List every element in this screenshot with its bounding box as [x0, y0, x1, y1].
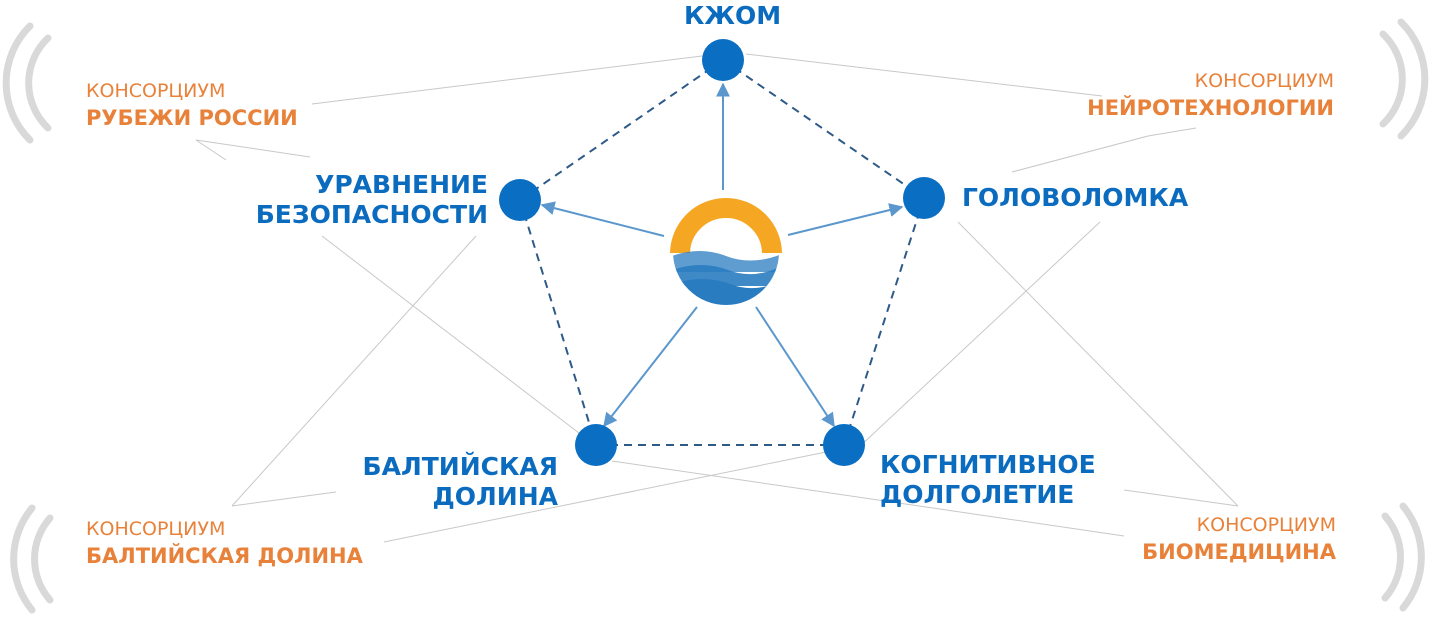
consortium-biomed: КОНСОРЦИУМ БИОМЕДИЦИНА	[1054, 512, 1336, 566]
connector-puzzle-biomed	[957, 221, 1239, 507]
node-circles	[499, 39, 945, 466]
node-label-baltic: БАЛТИЙСКАЯ ДОЛИНА	[330, 452, 558, 512]
arrow-to-cognitive	[755, 306, 835, 428]
connector-neuro-tick	[1147, 127, 1197, 137]
node-label-security: УРАВНЕНИЕ БЕЗОПАСНОСТИ	[244, 170, 488, 230]
node-label-baltic-line1: БАЛТИЙСКАЯ	[362, 452, 558, 481]
connector-security-balticlabel	[231, 235, 477, 507]
sun-over-waves-logo-icon	[670, 198, 782, 306]
node-label-kzhom: КЖОМ	[684, 1, 781, 31]
connector-kzhom-borders	[311, 55, 703, 105]
dashed-edge-cognitive-puzzle	[843, 197, 925, 446]
consortium-neuro: КОНСОРЦИУМ НЕЙРОТЕХНОЛОГИИ	[1034, 68, 1334, 122]
consortium-borders: КОНСОРЦИУМ РУБЕЖИ РОССИИ	[86, 78, 298, 132]
connector-kzhom-neuro	[745, 53, 1103, 97]
consortium-neuro-prefix: КОНСОРЦИУМ	[1194, 70, 1334, 92]
node-label-puzzle: ГОЛОВОЛОМКА	[962, 183, 1188, 213]
signal-wave-bottom-right	[1381, 502, 1425, 612]
node-kzhom	[702, 39, 744, 81]
connector-balticcons-tick	[231, 491, 337, 507]
node-puzzle	[903, 177, 945, 219]
node-label-cognitive-line2: ДОЛГОЛЕТИЕ	[880, 480, 1075, 509]
node-cognitive	[823, 424, 865, 466]
center-arrows	[540, 82, 904, 428]
consortium-baltic: КОНСОРЦИУМ БАЛТИЙСКАЯ ДОЛИНА	[86, 516, 363, 570]
connector-puzzle-neuro	[1011, 135, 1149, 173]
node-label-security-line2: БЕЗОПАСНОСТИ	[255, 200, 488, 229]
signal-wave-top-right	[1379, 18, 1429, 140]
node-security	[499, 179, 541, 221]
connector-cognitive-balticcons	[383, 451, 827, 543]
dashed-edge-kzhom-puzzle	[722, 59, 925, 199]
connector-security-borders	[195, 139, 311, 158]
dashed-edge-security-baltic	[519, 199, 597, 446]
consortium-borders-name: РУБЕЖИ РОССИИ	[86, 106, 298, 130]
dashed-pentagon	[519, 59, 925, 446]
node-label-cognitive: КОГНИТИВНОЕ ДОЛГОЛЕТИЕ	[880, 450, 1096, 510]
arrow-to-security	[540, 201, 665, 237]
node-label-baltic-line2: ДОЛИНА	[432, 482, 558, 511]
connector-puzzle-cognitive	[857, 221, 1101, 449]
arrow-to-puzzle	[787, 203, 904, 236]
connector-borders-tick	[195, 139, 227, 161]
consortium-connector-lines	[195, 53, 1239, 543]
signal-wave-top-left	[2, 22, 52, 144]
node-baltic	[575, 424, 617, 466]
node-label-security-line1: УРАВНЕНИЕ	[315, 170, 488, 199]
connector-security-cognitive	[321, 235, 589, 441]
consortium-baltic-prefix: КОНСОРЦИУМ	[86, 518, 226, 540]
dashed-edge-kzhom-security	[519, 59, 724, 201]
consortium-borders-prefix: КОНСОРЦИУМ	[86, 80, 226, 102]
consortium-neuro-name: НЕЙРОТЕХНОЛОГИИ	[1087, 96, 1334, 120]
arrow-to-baltic	[603, 306, 698, 428]
connector-baltic-biomed	[611, 460, 1125, 537]
signal-waves-decoration	[2, 18, 1429, 614]
consortium-biomed-prefix: КОНСОРЦИУМ	[1196, 514, 1336, 536]
consortium-baltic-name: БАЛТИЙСКАЯ ДОЛИНА	[86, 544, 363, 568]
connector-biomed-tick	[1123, 489, 1239, 507]
node-label-cognitive-line1: КОГНИТИВНОЕ	[880, 450, 1096, 479]
signal-wave-bottom-left	[10, 504, 54, 614]
node-label-puzzle-line1: ГОЛОВОЛОМКА	[962, 183, 1189, 212]
consortium-biomed-name: БИОМЕДИЦИНА	[1142, 540, 1336, 564]
node-label-kzhom-line1: КЖОМ	[684, 1, 782, 30]
